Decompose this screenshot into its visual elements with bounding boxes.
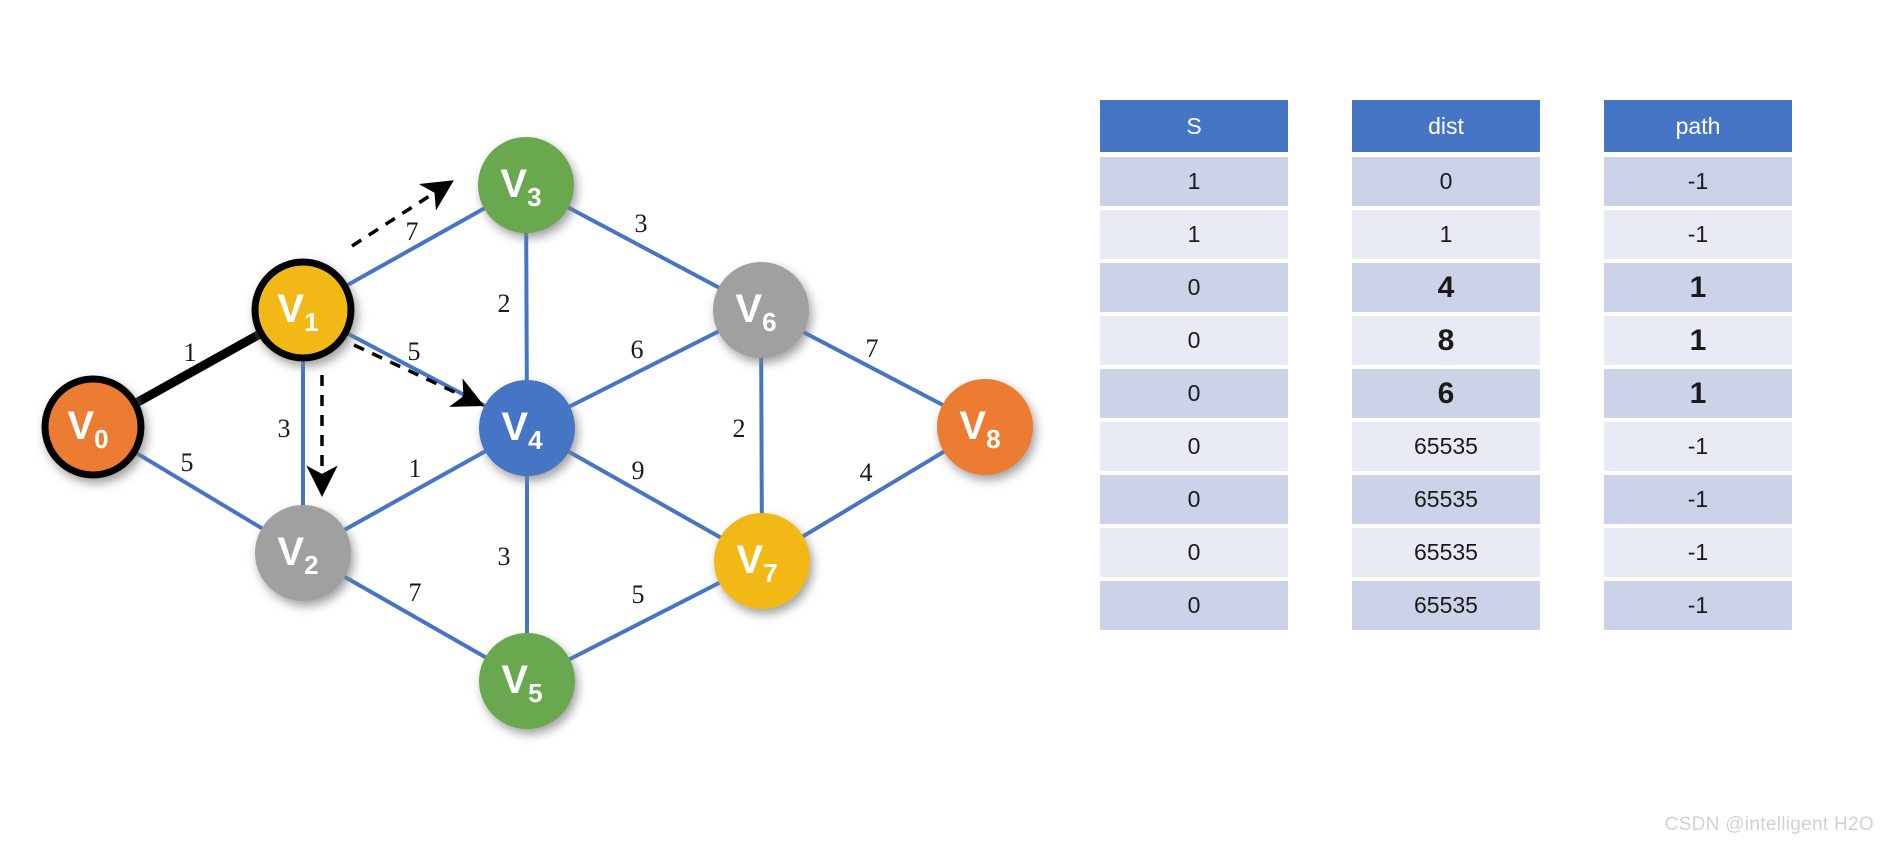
table-cell-dist-4: 6: [1352, 369, 1540, 418]
table-cell-path-2: 1: [1604, 263, 1792, 312]
watermark: CSDN @intelligent H2O: [1664, 814, 1874, 835]
table-cell-path-0: -1: [1604, 157, 1792, 206]
table-cell-path-6: -1: [1604, 475, 1792, 524]
graph-node-v1[interactable]: V1: [251, 258, 355, 362]
table-cell-dist-0: 0: [1352, 157, 1540, 206]
node-label-v5: V5: [501, 658, 542, 708]
table-cell-path-4: 1: [1604, 369, 1792, 418]
table-cell-s-0: 1: [1100, 157, 1288, 206]
node-circle-v1: [251, 258, 355, 362]
edge-weight-v4-v5: 3: [498, 542, 511, 571]
edge-weight-v4-v6: 6: [631, 335, 644, 364]
table-cell-path-5: -1: [1604, 422, 1792, 471]
node-label-v7: V7: [736, 538, 777, 588]
edge-weight-v6-v7: 2: [733, 414, 746, 443]
graph-node-v8[interactable]: V8: [937, 379, 1033, 475]
node-circle-v3: [478, 137, 574, 233]
graph-node-v0[interactable]: V0: [41, 375, 145, 479]
relax-arrow-v1-v4: [353, 343, 485, 407]
node-label-v1: V1: [277, 287, 318, 337]
edge-weight-v2-v4: 1: [409, 454, 422, 483]
table-cell-s-4: 0: [1100, 369, 1288, 418]
node-circle-v2: [255, 505, 351, 601]
node-circle-v6: [713, 262, 809, 358]
node-circle-v8: [937, 379, 1033, 475]
graph-node-v3[interactable]: V3: [478, 137, 574, 233]
edge-weight-v7-v8: 4: [860, 458, 873, 487]
table-cell-dist-1: 1: [1352, 210, 1540, 259]
table-cell-dist-5: 65535: [1352, 422, 1540, 471]
table-cell-dist-3: 8: [1352, 316, 1540, 365]
table-cell-s-8: 0: [1100, 581, 1288, 630]
graph-node-v7[interactable]: V7: [714, 513, 810, 609]
table-cell-dist-7: 65535: [1352, 528, 1540, 577]
column-header-dist: dist: [1352, 100, 1540, 152]
graph-node-v5[interactable]: V5: [479, 633, 575, 729]
node-circle-v0: [41, 375, 145, 479]
graph-node-v6[interactable]: V6: [713, 262, 809, 358]
table-cell-s-5: 0: [1100, 422, 1288, 471]
edge-weight-v3-v4: 2: [498, 289, 511, 318]
table-cell-dist-6: 65535: [1352, 475, 1540, 524]
node-circle-v4: [479, 380, 575, 476]
table-cell-path-8: -1: [1604, 581, 1792, 630]
edge-weight-v0-v2: 5: [181, 448, 194, 477]
table-cell-path-7: -1: [1604, 528, 1792, 577]
edge-weight-v1-v2: 3: [278, 414, 291, 443]
edge-weight-v6-v8: 7: [866, 334, 879, 363]
edge-weight-v1-v3: 7: [406, 217, 419, 246]
node-circle-v7: [714, 513, 810, 609]
relaxation-arrows-layer: [306, 180, 485, 497]
edge-weight-v4-v7: 9: [632, 456, 645, 485]
edge-weight-v0-v1: 1: [184, 338, 197, 367]
node-label-v6: V6: [735, 287, 776, 337]
column-header-s: S: [1100, 100, 1288, 152]
column-header-path: path: [1604, 100, 1792, 152]
edge-weight-v1-v4: 5: [408, 337, 421, 366]
node-label-v3: V3: [500, 162, 541, 212]
table-cell-s-3: 0: [1100, 316, 1288, 365]
edge-weight-v2-v5: 7: [409, 578, 422, 607]
node-label-v0: V0: [67, 404, 108, 454]
table-cell-path-3: 1: [1604, 316, 1792, 365]
node-label-v2: V2: [277, 530, 318, 580]
edge-weight-v5-v7: 5: [632, 580, 645, 609]
table-cell-dist-2: 4: [1352, 263, 1540, 312]
edge-weights-layer: 1 5 7 3 5 2 3 1 7 6 3 9 2 7 5 4: [181, 209, 879, 609]
node-label-v4: V4: [501, 405, 543, 455]
table-cell-s-7: 0: [1100, 528, 1288, 577]
node-circle-v5: [479, 633, 575, 729]
table-cell-path-1: -1: [1604, 210, 1792, 259]
edge-weight-v3-v6: 3: [635, 209, 648, 238]
node-label-v8: V8: [959, 404, 1000, 454]
table-cell-s-6: 0: [1100, 475, 1288, 524]
graph-node-v2[interactable]: V2: [255, 505, 351, 601]
graph-node-v4[interactable]: V4: [479, 380, 575, 476]
table-cell-s-2: 0: [1100, 263, 1288, 312]
table-cell-dist-8: 65535: [1352, 581, 1540, 630]
table-cell-s-1: 1: [1100, 210, 1288, 259]
